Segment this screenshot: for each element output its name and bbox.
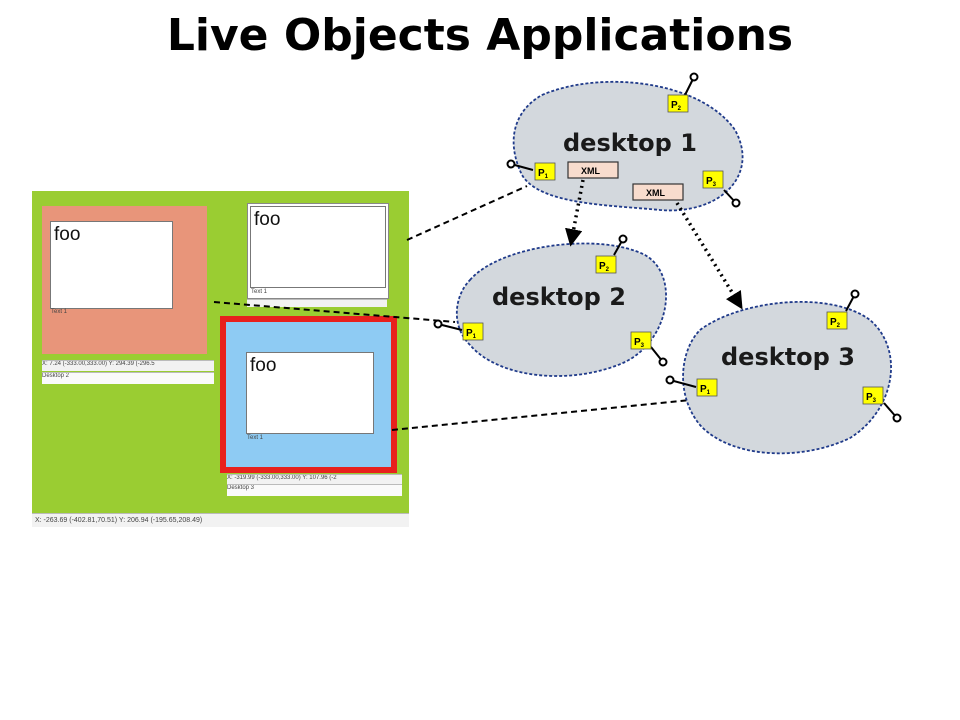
svg-text:P2: P2 (671, 100, 682, 112)
svg-text:P2: P2 (830, 317, 841, 329)
status-bar: X: -319.99 (-333.00,333.00) Y: 107.96 (-… (227, 474, 402, 484)
bottom-status-bar: X: -263.69 (-402.81,70.51) Y: 206.94 (-1… (32, 513, 409, 527)
port-p2-desktop-2: P2 (595, 255, 617, 274)
foo-text: foo (54, 224, 81, 245)
flow-arrow-2 (675, 202, 743, 310)
foo-panel: foo (50, 221, 173, 309)
flow-arrow-1 (565, 179, 585, 247)
svg-text:P1: P1 (466, 328, 477, 340)
port-p1-desktop-1: P1 (534, 162, 556, 181)
desktop-label: Desktop 3 (227, 484, 402, 496)
svg-text:XML: XML (581, 166, 601, 176)
desktop-screenshot: foo Text 1 X: 7.24 (-333.00,333.00) Y: 2… (32, 191, 409, 527)
port-p3-desktop-3: P3 (862, 386, 884, 405)
port-p3-desktop-2: P3 (630, 331, 652, 350)
text-label: Text 1 (51, 309, 68, 315)
status-bar: X: 7.24 (-333.00,333.00) Y: 294.39 (-296… (42, 360, 214, 371)
svg-text:P1: P1 (538, 168, 549, 180)
text-label: Text 1 (251, 289, 268, 295)
desktop-1-window: foo Text 1 (247, 203, 389, 299)
slide-title: Live Objects Applications (166, 10, 794, 61)
port-p2-desktop-3: P2 (826, 311, 848, 330)
svg-text:P2: P2 (599, 261, 610, 273)
connector-line-2 (213, 301, 456, 323)
port-p1-desktop-3: P1 (696, 378, 718, 397)
port-pins (433, 72, 902, 423)
desktop-label: Desktop 2 (42, 372, 214, 384)
foo-panel: foo (246, 352, 374, 434)
port-p1-desktop-2: P1 (462, 322, 484, 341)
xml-tag-1: XML (567, 161, 619, 179)
desktop-2-blob (455, 242, 667, 377)
desktop-1-label: desktop 1 (563, 129, 697, 157)
svg-text:P3: P3 (866, 392, 877, 404)
desktop-2-label: desktop 2 (492, 283, 626, 311)
foo-text: foo (250, 355, 277, 376)
foo-panel: foo (250, 206, 386, 288)
desktop-2-window: foo Text 1 (42, 206, 207, 354)
xml-tag-2: XML (632, 183, 684, 201)
text-label: Text 1 (247, 435, 264, 441)
port-p3-desktop-1: P3 (702, 170, 724, 189)
svg-text:XML: XML (646, 188, 666, 198)
highlight-frame: foo Text 1 (220, 316, 397, 473)
port-p2-desktop-1: P2 (667, 94, 689, 113)
desktop-3-blob (682, 300, 892, 455)
svg-text:P1: P1 (700, 384, 711, 396)
connector-line-1 (406, 185, 528, 241)
foo-text: foo (254, 209, 281, 230)
status-strip (247, 299, 387, 307)
svg-text:P3: P3 (706, 176, 717, 188)
svg-text:P3: P3 (634, 337, 645, 349)
desktop-3-label: desktop 3 (721, 343, 855, 371)
connector-line-3 (391, 399, 691, 431)
